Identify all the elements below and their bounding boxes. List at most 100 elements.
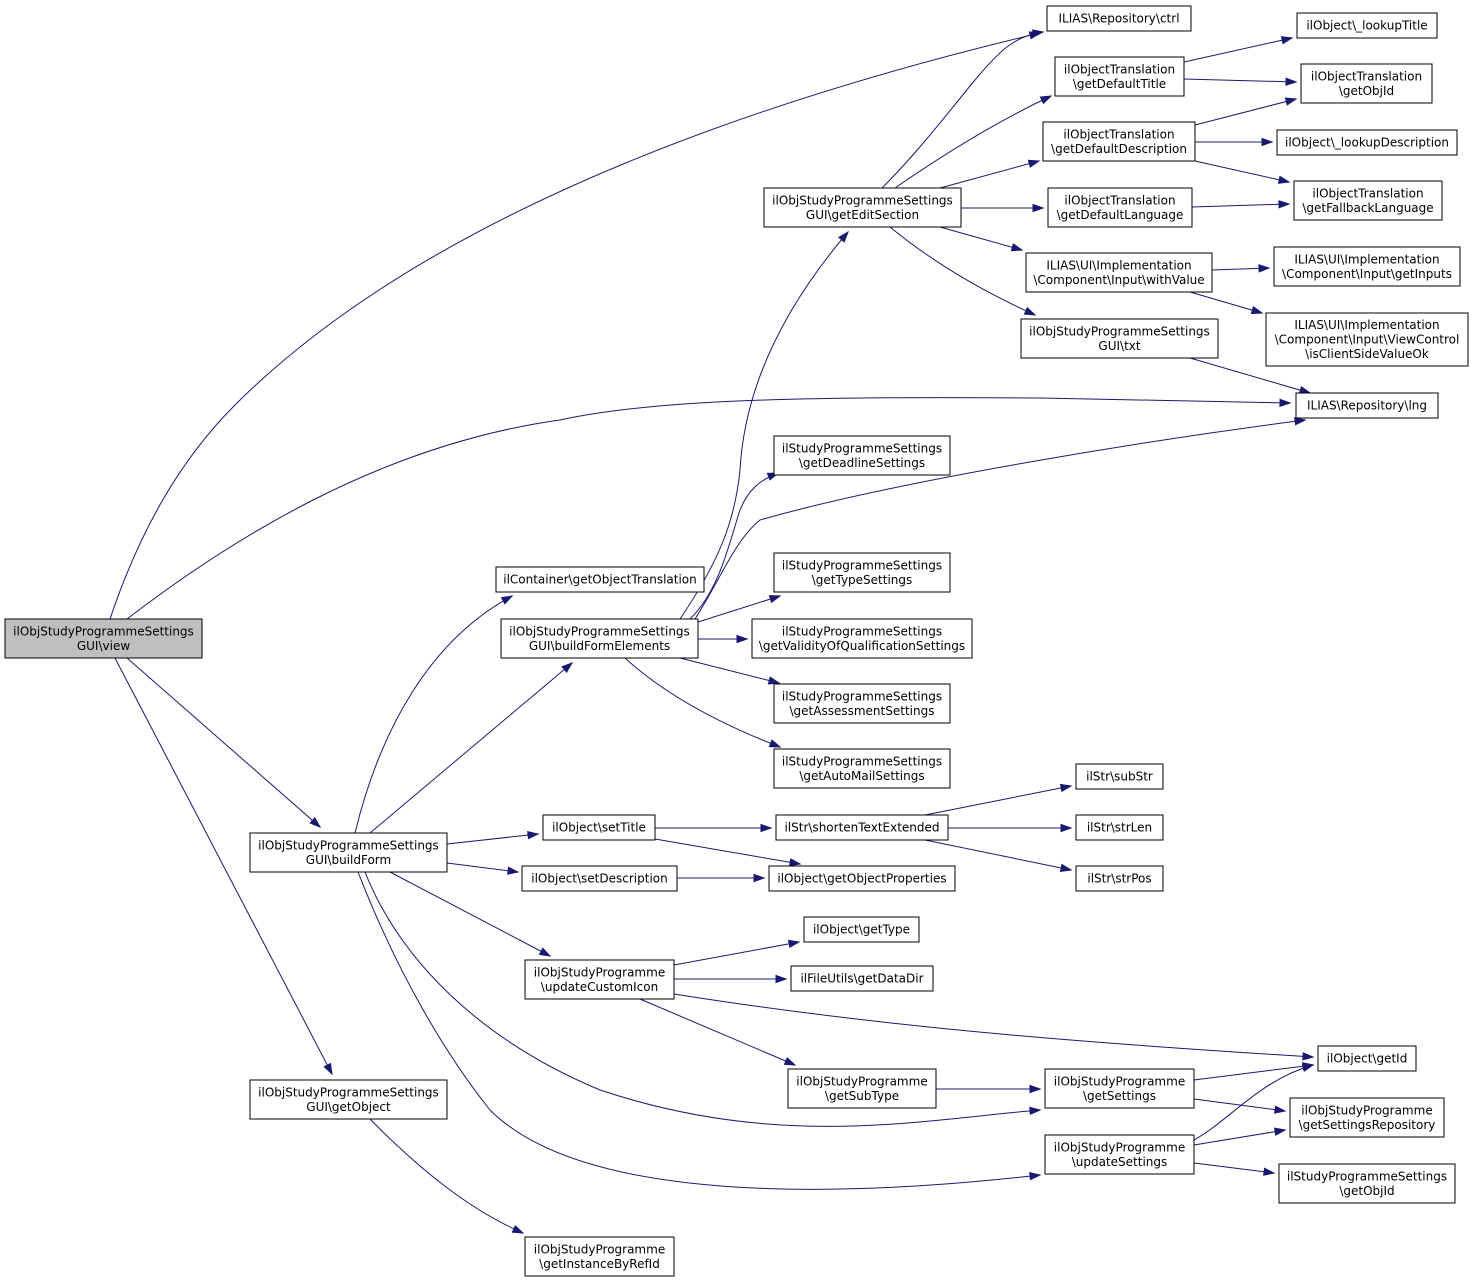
arrowhead-icon (1285, 77, 1298, 86)
node-isClientSideValueOk[interactable]: ILIAS\UI\Implementation\Component\Input\… (1265, 312, 1469, 367)
edge-buildFormElements-to-getTypeSettings (697, 595, 782, 623)
edge-line (369, 662, 573, 834)
node-label: ilObject\getId (1327, 1052, 1408, 1066)
node-getValidity[interactable]: ilStudyProgrammeSettings\getValidityOfQu… (751, 618, 973, 659)
edge-line (1189, 357, 1311, 394)
edge-updateCustomIcon-to-getSubType (639, 998, 797, 1066)
node-label: \getAssessmentSettings (790, 704, 935, 718)
node-label: ilObjectTranslation (1064, 62, 1175, 76)
node-withValue[interactable]: ILIAS\UI\Implementation\Component\Input\… (1025, 252, 1213, 293)
node-box (1046, 5, 1192, 32)
edge-getEditSection-to-guiTxt (889, 226, 1037, 316)
edge-guiTxt-to-repoLng (1189, 357, 1312, 395)
node-buildFormElements[interactable]: ilObjStudyProgrammeSettingsGUI\buildForm… (500, 618, 699, 659)
node-strPos[interactable]: ilStr\strPos (1075, 865, 1164, 892)
edge-getSettings-to-getSettingsRepository (1193, 1098, 1287, 1114)
edge-line (939, 160, 1040, 189)
node-getFallbackLanguage[interactable]: ilObjectTranslation\getFallbackLanguage (1293, 180, 1443, 221)
node-repoLng[interactable]: ILIAS\Repository\lng (1295, 392, 1439, 419)
edge-line (369, 1118, 524, 1234)
node-updateCustomIcon[interactable]: ilObjStudyProgramme\updateCustomIcon (524, 959, 675, 1000)
edge-getDefaultLanguage-to-getFallbackLanguage (1191, 200, 1291, 209)
arrowhead-icon (561, 662, 574, 673)
node-shortenTextExtended[interactable]: ilStr\shortenTextExtended (775, 814, 949, 841)
node-setTitle[interactable]: ilObject\setTitle (542, 814, 656, 841)
node-box (803, 916, 920, 943)
node-getTypeSettings[interactable]: ilStudyProgrammeSettings\getTypeSettings (773, 552, 951, 593)
arrowhead-icon (309, 816, 322, 828)
edge-line (1183, 78, 1297, 83)
edge-line (924, 839, 1072, 871)
node-label: ILIAS\UI\Implementation (1046, 258, 1191, 272)
node-getEditSection[interactable]: ilObjStudyProgrammeSettingsGUI\getEditSe… (763, 187, 962, 228)
node-getDefaultDescription[interactable]: ilObjectTranslation\getDefaultDescriptio… (1042, 121, 1196, 162)
edge-line (126, 397, 1291, 620)
node-getAutoMail[interactable]: ilStudyProgrammeSettings\getAutoMailSett… (773, 748, 951, 789)
node-box (763, 187, 962, 228)
node-subStr[interactable]: ilStr\subStr (1075, 763, 1164, 790)
edge-buildFormElements-to-getAssessment (679, 657, 781, 685)
node-getDefaultTitle[interactable]: ilObjectTranslation\getDefaultTitle (1054, 56, 1185, 97)
edge-shortenTextExtended-to-strLen (948, 823, 1073, 833)
node-label: ilStudyProgrammeSettings (782, 754, 942, 768)
arrowhead-icon (1273, 1127, 1287, 1136)
node-label: ilObjStudyProgramme (1054, 1140, 1185, 1154)
node-label: \getTypeSettings (812, 573, 913, 587)
edge-view-to-repoLng (126, 397, 1292, 620)
node-getInputs[interactable]: ILIAS\UI\Implementation\Component\Input\… (1273, 246, 1461, 287)
node-updateSettings[interactable]: ilObjStudyProgramme\updateSettings (1044, 1134, 1195, 1175)
edge-shortenTextExtended-to-strPos (924, 839, 1073, 873)
node-label: ilObjectTranslation (1064, 193, 1175, 207)
node-getObjectProperties[interactable]: ilObject\getObjectProperties (768, 865, 956, 892)
arrowhead-icon (323, 1062, 333, 1076)
node-objGetId[interactable]: ilObject\getId (1317, 1045, 1417, 1072)
node-trGetObjId[interactable]: ilObjectTranslation\getObjId (1300, 63, 1433, 104)
arrowhead-icon (768, 739, 782, 748)
node-getType[interactable]: ilObject\getType (803, 916, 920, 943)
node-getSettings[interactable]: ilObjStudyProgramme\getSettings (1044, 1068, 1195, 1109)
node-label: ilObjectTranslation (1063, 127, 1174, 141)
node-repoCtrl[interactable]: ILIAS\Repository\ctrl (1046, 5, 1192, 32)
arrowhead-icon (760, 823, 773, 833)
node-spsGetObjId[interactable]: ilStudyProgrammeSettings\getObjId (1278, 1163, 1456, 1204)
node-label: ilStr\strLen (1087, 821, 1152, 835)
node-getInstanceByRefId[interactable]: ilObjStudyProgramme\getInstanceByRefId (524, 1236, 675, 1277)
node-box (249, 1079, 448, 1120)
node-lookupTitle[interactable]: ilObject\_lookupTitle (1296, 12, 1438, 39)
node-label: ilStudyProgrammeSettings (1287, 1169, 1447, 1183)
node-label: ilObjStudyProgrammeSettings (509, 624, 690, 638)
node-getDefaultLanguage[interactable]: ilObjectTranslation\getDefaultLanguage (1047, 187, 1193, 228)
node-label: \getAutoMailSettings (799, 769, 924, 783)
node-label: ilObjStudyProgramme (796, 1074, 927, 1088)
node-label: \getDefaultDescription (1051, 142, 1187, 156)
node-box (1273, 246, 1461, 287)
edge-line (654, 838, 801, 865)
node-lookupDescription[interactable]: ilObject\_lookupDescription (1276, 129, 1458, 156)
edges-layer (109, 29, 1315, 1234)
node-box (773, 435, 951, 476)
edge-line (354, 595, 513, 834)
node-label: ilObjStudyProgrammeSettings (258, 838, 439, 852)
edge-shortenTextExtended-to-subStr (924, 783, 1073, 816)
node-strLen[interactable]: ilStr\strLen (1075, 814, 1164, 841)
node-box (542, 814, 656, 841)
node-box (1295, 392, 1439, 419)
node-getSubType[interactable]: ilObjStudyProgramme\getSubType (787, 1068, 937, 1109)
node-label: ilObject\setTitle (552, 821, 646, 835)
node-getDeadlineSettings[interactable]: ilStudyProgrammeSettings\getDeadlineSett… (773, 435, 951, 476)
arrowhead-icon (1032, 203, 1045, 213)
node-label: \getDefaultLanguage (1057, 208, 1184, 222)
edge-line (1193, 1098, 1286, 1112)
node-getAssessment[interactable]: ilStudyProgrammeSettings\getAssessmentSe… (773, 683, 951, 724)
node-setDescription[interactable]: ilObject\setDescription (521, 865, 678, 892)
node-getObjectTranslation[interactable]: ilContainer\getObjectTranslation (495, 566, 705, 593)
edge-updateCustomIcon-to-getDataDir (674, 974, 788, 984)
node-label: ilContainer\getObjectTranslation (503, 573, 697, 587)
node-getSettingsRepository[interactable]: ilObjStudyProgramme\getSettingsRepositor… (1289, 1097, 1445, 1138)
arrowhead-icon (538, 947, 552, 957)
node-getDataDir[interactable]: ilFileUtils\getDataDir (790, 965, 934, 992)
